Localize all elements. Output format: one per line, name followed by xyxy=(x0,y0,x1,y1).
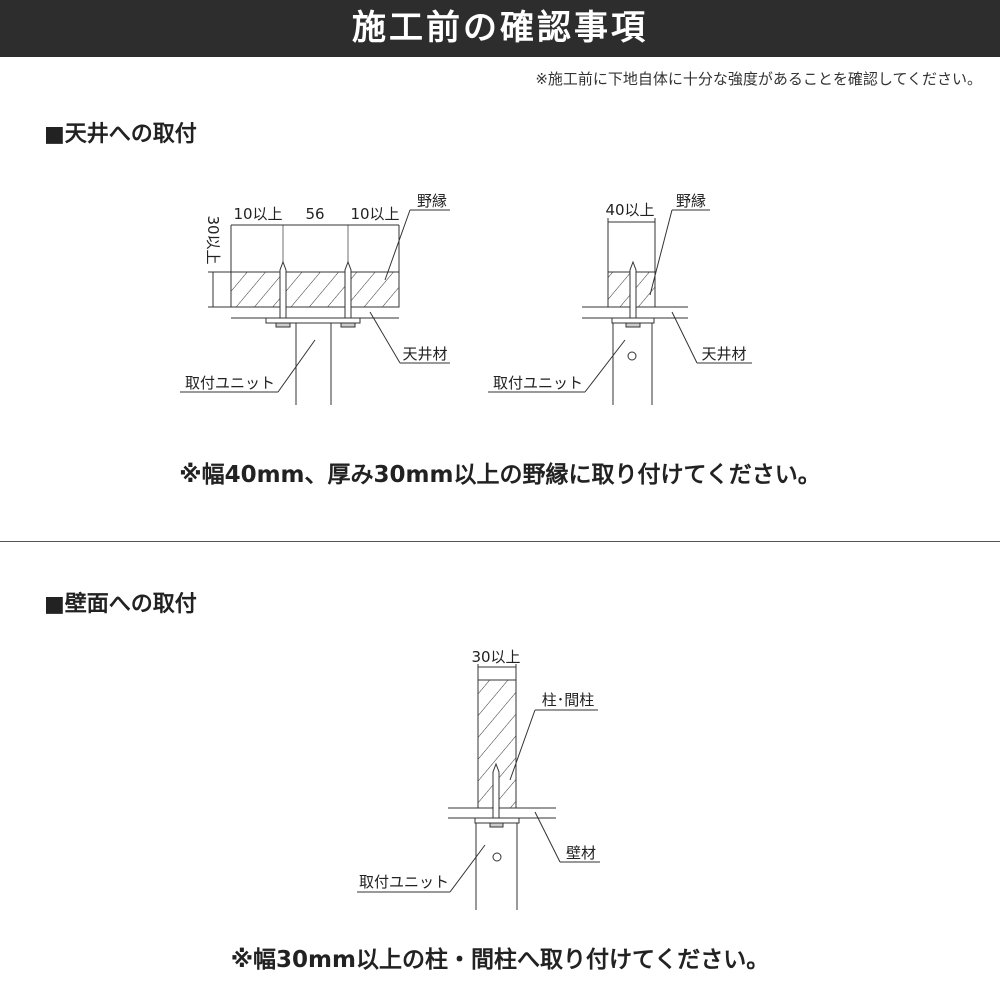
dim-height-label: 30以上 xyxy=(204,215,222,264)
screw-icon xyxy=(344,260,352,320)
ceiling-board-label: 天井材 xyxy=(701,345,746,363)
top-note: ※施工前に下地自体に十分な強度があることを確認してください。 xyxy=(535,70,982,88)
page-title: 施工前の確認事項 xyxy=(0,0,1000,57)
unit-label: 取付ユニット xyxy=(493,374,583,392)
unit-label: 取付ユニット xyxy=(185,374,275,392)
furring-label: 野縁 xyxy=(417,192,447,210)
dim-mid-label: 56 xyxy=(305,205,324,223)
ceiling-diagram-single xyxy=(488,209,752,405)
wall-board-label: 壁材 xyxy=(566,844,596,862)
ceiling-board-label: 天井材 xyxy=(402,345,447,363)
screw-icon xyxy=(629,260,637,320)
dim-width-label: 40以上 xyxy=(605,201,654,219)
divider xyxy=(0,541,1000,542)
section-heading-wall: ■壁面への取付 xyxy=(44,592,197,617)
unit-label: 取付ユニット xyxy=(359,873,449,891)
furring-label: 野縁 xyxy=(676,192,706,210)
stud-label: 柱･間柱 xyxy=(542,691,595,709)
wall-diagram xyxy=(357,664,600,910)
section-heading-ceiling: ■天井への取付 xyxy=(44,122,197,147)
screw-icon xyxy=(279,260,287,320)
furring-strip xyxy=(230,271,400,308)
dim-width-label: 30以上 xyxy=(471,648,520,666)
dim-right-label: 10以上 xyxy=(350,205,399,223)
dim-left-label: 10以上 xyxy=(233,205,282,223)
screw-icon xyxy=(492,762,500,820)
wall-caution: ※幅30mm以上の柱・間柱へ取り付けてください。 xyxy=(230,947,770,973)
ceiling-diagram-double xyxy=(180,209,450,405)
ceiling-caution: ※幅40mm、厚み30mm以上の野縁に取り付けてください。 xyxy=(179,462,821,488)
